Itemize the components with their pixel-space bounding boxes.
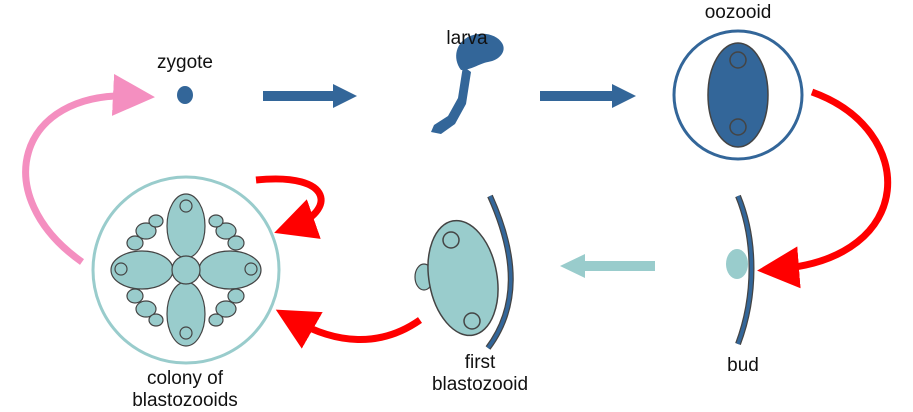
arrow-colony-recycle (255, 175, 325, 239)
label-colony-line2: blastozooids (132, 390, 238, 411)
arrow-colony-to-zygote (22, 73, 155, 265)
arrow-bud-to-first-blastozooid (560, 254, 655, 278)
arrow-oozooid-to-bud (757, 88, 892, 289)
zygote-dot (177, 86, 193, 104)
label-zygote: zygote (157, 52, 213, 73)
label-first-blastozooid-line1: first (464, 352, 496, 373)
label-bud: bud (727, 355, 759, 376)
arrow-first-blastozooid-to-colony (275, 309, 423, 349)
label-first-blastozooid-line2: blastozooid (431, 374, 529, 395)
label-colony-line1: colony of (146, 368, 224, 389)
oozooid-shape (672, 29, 804, 161)
larva-shape (431, 33, 504, 134)
colony-shape (91, 175, 281, 365)
label-oozooid: oozooid (704, 2, 772, 23)
first-blastozooid-shape (414, 194, 514, 350)
label-larva: larva (446, 28, 488, 49)
arrow-larva-to-oozooid (540, 84, 636, 108)
arrow-zygote-to-larva (263, 84, 357, 108)
bud-shape (726, 194, 755, 346)
